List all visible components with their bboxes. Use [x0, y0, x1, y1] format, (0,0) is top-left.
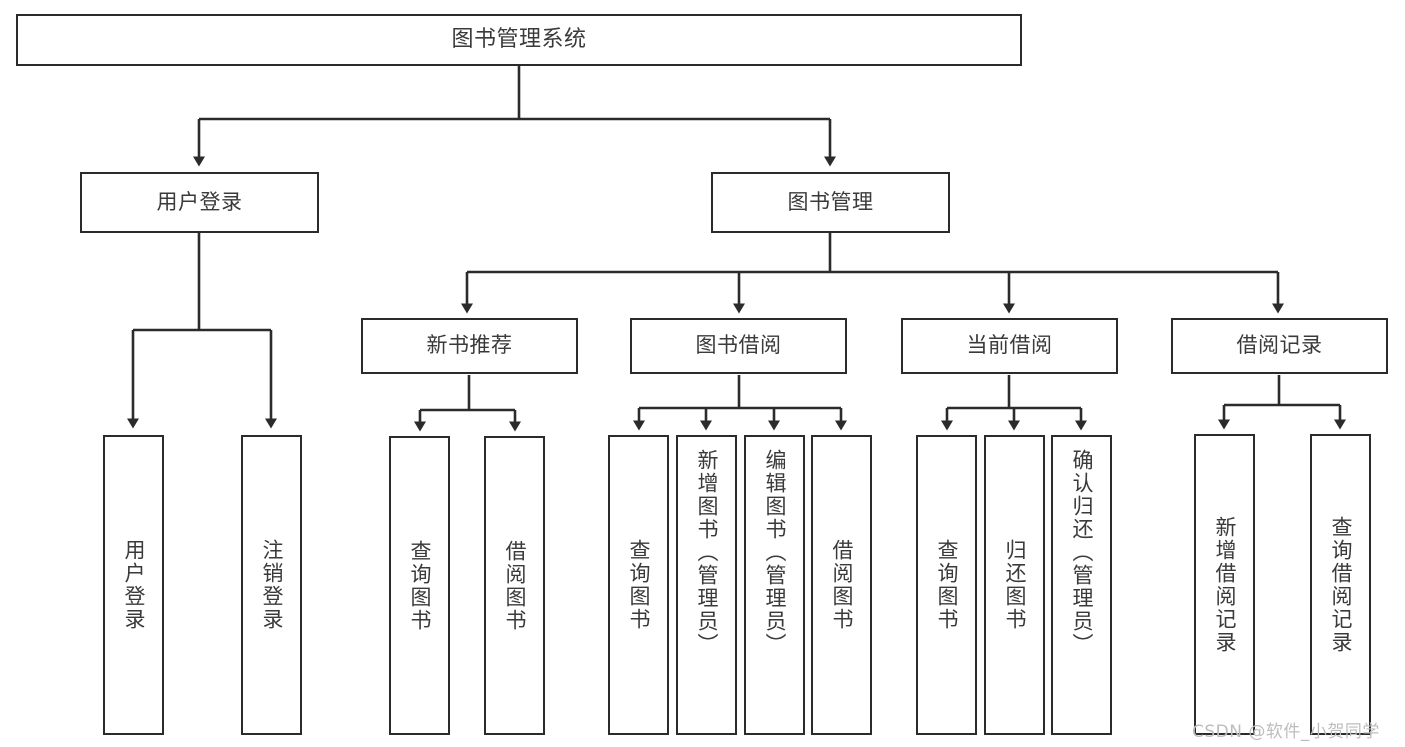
node-label: 查询图书 [935, 539, 959, 631]
node-book-borrow[interactable]: 图书借阅 [630, 318, 847, 374]
leaf-logout[interactable]: 注销登录 [241, 435, 302, 735]
node-label: 编辑图书（管理员） [763, 449, 787, 656]
node-label: 新增借阅记录 [1213, 515, 1237, 654]
node-label: 图书管理系统 [451, 26, 587, 52]
node-new-book-recommendation[interactable]: 新书推荐 [361, 318, 578, 374]
leaf-newbook-query-book[interactable]: 查询图书 [389, 436, 450, 735]
node-label: 图书管理 [787, 189, 874, 214]
node-borrow-record[interactable]: 借阅记录 [1171, 318, 1388, 374]
node-label: 图书借阅 [695, 333, 782, 358]
node-label: 借阅记录 [1236, 333, 1323, 358]
leaf-record-add-borrow-record[interactable]: 新增借阅记录 [1194, 434, 1255, 735]
node-label: 确认归还（管理员） [1070, 449, 1094, 656]
csdn-watermark: CSDN @软件_小贺同学 [1192, 722, 1380, 742]
node-label: 查询图书 [627, 539, 651, 631]
leaf-user-login[interactable]: 用户登录 [103, 435, 164, 735]
node-label: 用户登录 [122, 539, 146, 631]
node-user-login[interactable]: 用户登录 [80, 172, 319, 233]
leaf-current-query-book[interactable]: 查询图书 [916, 435, 977, 735]
node-current-borrow[interactable]: 当前借阅 [901, 318, 1118, 374]
leaf-borrow-add-book-admin[interactable]: 新增图书（管理员） [676, 435, 737, 735]
leaf-borrow-query-book[interactable]: 查询图书 [608, 435, 669, 735]
node-label: 当前借阅 [966, 333, 1053, 358]
node-label: 归还图书 [1003, 539, 1027, 631]
leaf-newbook-borrow-book[interactable]: 借阅图书 [484, 436, 545, 735]
node-label: 新增图书（管理员） [695, 449, 719, 656]
leaf-current-return-book[interactable]: 归还图书 [984, 435, 1045, 735]
node-label: 查询借阅记录 [1329, 515, 1353, 654]
leaf-borrow-edit-book-admin[interactable]: 编辑图书（管理员） [744, 435, 805, 735]
node-label: 用户登录 [156, 189, 243, 214]
node-label: 借阅图书 [830, 539, 854, 631]
node-label: 查询图书 [408, 539, 432, 632]
leaf-current-confirm-return-admin[interactable]: 确认归还（管理员） [1051, 435, 1112, 735]
node-label: 注销登录 [260, 539, 284, 631]
node-label: 新书推荐 [426, 333, 513, 358]
node-root-book-management-system[interactable]: 图书管理系统 [16, 14, 1022, 66]
leaf-record-query-borrow-record[interactable]: 查询借阅记录 [1310, 434, 1371, 735]
node-book-management[interactable]: 图书管理 [711, 172, 950, 233]
node-label: 借阅图书 [503, 539, 527, 632]
leaf-borrow-borrow-book[interactable]: 借阅图书 [811, 435, 872, 735]
